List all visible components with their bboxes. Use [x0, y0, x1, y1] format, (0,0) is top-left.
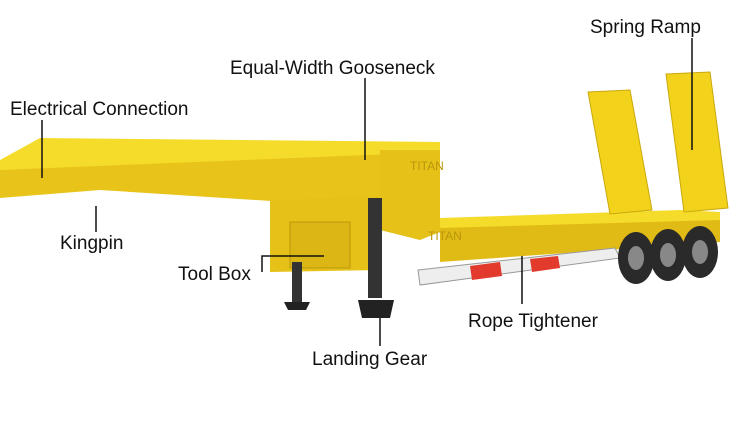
label-spring-ramp: Spring Ramp [590, 17, 701, 38]
hub-1 [628, 246, 644, 270]
label-electrical: Electrical Connection [10, 99, 189, 120]
brand-mark-gooseneck: TITAN [410, 159, 444, 173]
main-deck-top [440, 210, 720, 230]
hub-2 [660, 243, 676, 267]
tool-box-shape [289, 221, 351, 269]
label-kingpin: Kingpin [60, 233, 124, 254]
hub-3 [692, 240, 708, 264]
gooseneck-deck [0, 138, 440, 172]
gooseneck-side [0, 152, 440, 210]
ramp-right [665, 71, 729, 213]
rail-red-a [470, 262, 502, 280]
gooseneck-neck [380, 150, 440, 240]
label-rope-tightener: Rope Tightener [468, 311, 598, 332]
rail-red-b [530, 256, 560, 272]
brand-mark-deck: TITAN [428, 229, 462, 243]
landing-gear-leg-right [368, 198, 382, 298]
label-toolbox: Tool Box [178, 264, 251, 285]
landing-gear-leg-left [292, 262, 302, 302]
landing-gear-foot-left [284, 302, 310, 310]
label-landing-gear: Landing Gear [312, 349, 428, 370]
landing-gear-foot-right [358, 300, 394, 318]
leader-toolbox [261, 255, 324, 272]
ramp-left [587, 89, 653, 215]
label-gooseneck: Equal-Width Gooseneck [230, 58, 435, 79]
main-deck-side [440, 220, 720, 262]
